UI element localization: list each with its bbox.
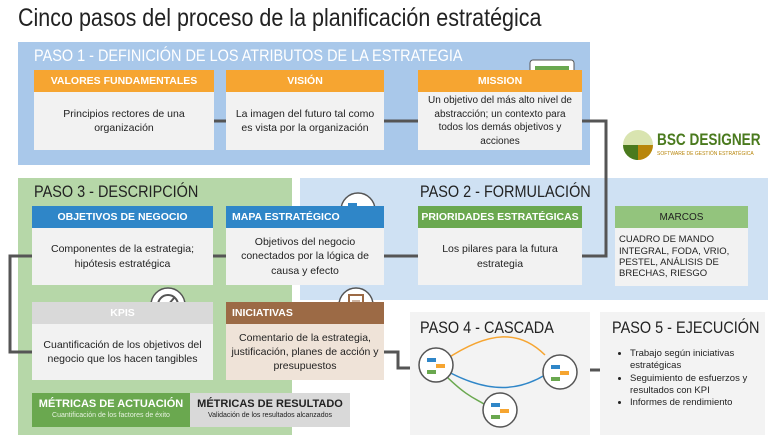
- paso1-title: PASO 1 - DEFINICIÓN DE LOS ATRIBUTOS DE …: [34, 46, 463, 65]
- bsc-logo-icon: [623, 130, 653, 160]
- metricas-actuacion-sub: Cuantificación de los factores de éxito: [52, 412, 170, 419]
- metricas-actuacion-title: MÉTRICAS DE ACTUACIÓN: [38, 398, 184, 410]
- paso5-panel: [600, 312, 765, 435]
- vision-header: VISIÓN: [226, 70, 384, 92]
- list-item: Seguimiento de esfuerzos y resultados co…: [630, 373, 768, 398]
- paso5-list: Trabajo según iniciativas estratégicas S…: [612, 348, 768, 410]
- valores-header: VALORES FUNDAMENTALES: [34, 70, 214, 92]
- valores-text: Principios rectores de una organización: [34, 92, 214, 150]
- marcos-header: MARCOS: [615, 206, 748, 228]
- mission-text: Un objetivo del más alto nivel de abstra…: [418, 92, 582, 150]
- mission-header: MISSION: [418, 70, 582, 92]
- page-title: Cinco pasos del proceso de la planificac…: [18, 4, 542, 32]
- metricas-resultado: MÉTRICAS DE RESULTADO Validación de los …: [190, 393, 350, 427]
- bsc-logo-tagline: SOFTWARE DE GESTIÓN ESTRATÉGICA: [657, 151, 754, 157]
- metricas-resultado-sub: Validación de los resultados alcanzados: [207, 412, 332, 419]
- kpis-text: Cuantificación de los objetivos del nego…: [32, 324, 213, 380]
- vision-text: La imagen del futuro tal como es vista p…: [226, 92, 384, 150]
- bsc-logo-name: BSC DESIGNER: [657, 130, 761, 149]
- metricas-actuacion: MÉTRICAS DE ACTUACIÓN Cuantificación de …: [32, 393, 190, 427]
- list-item: Informes de rendimiento: [630, 397, 768, 409]
- prioridades-text: Los pilares para la futura estrategia: [418, 228, 582, 285]
- mapa-text: Objetivos del negocio conectados por la …: [226, 228, 384, 285]
- iniciativas-header: INICIATIVAS: [226, 302, 384, 324]
- prioridades-header: PRIORIDADES ESTRATÉGICAS: [418, 206, 582, 228]
- paso2-title: PASO 2 - FORMULACIÓN: [420, 182, 591, 201]
- paso5-title: PASO 5 - EJECUCIÓN: [612, 318, 760, 337]
- objetivos-header: OBJETIVOS DE NEGOCIO: [32, 206, 213, 228]
- list-item: Trabajo según iniciativas estratégicas: [630, 348, 768, 373]
- objetivos-text: Componentes de la estrategia; hipótesis …: [32, 228, 213, 285]
- cascade-diagram-icon: [418, 336, 578, 428]
- metricas-resultado-title: MÉTRICAS DE RESULTADO: [197, 398, 343, 410]
- mapa-header: MAPA ESTRATÉGICO: [226, 206, 384, 228]
- paso3-title: PASO 3 - DESCRIPCIÓN: [34, 182, 199, 201]
- kpis-header: KPIS: [32, 302, 213, 324]
- marcos-text: CUADRO DE MANDO INTEGRAL, FODA, VRIO, PE…: [615, 228, 748, 286]
- paso4-title: PASO 4 - CASCADA: [420, 318, 554, 337]
- iniciativas-text: Comentario de la estrategia, justificaci…: [226, 324, 384, 380]
